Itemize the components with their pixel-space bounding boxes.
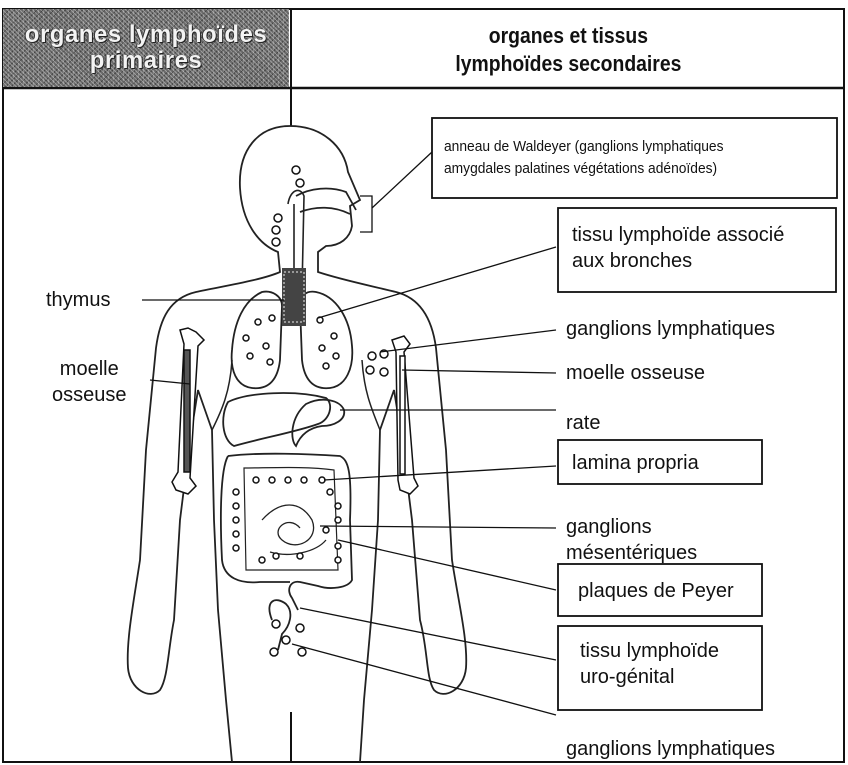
leader-lines <box>142 152 556 715</box>
label-lamina-propria: lamina propria <box>572 450 699 476</box>
label-boxes <box>432 118 837 710</box>
ganglions-bottom-leader <box>292 644 556 715</box>
label-ganglions-mesenteriques: ganglions mésentériques <box>566 514 697 566</box>
thymus-organ <box>282 268 306 326</box>
label-waldeyer: anneau de Waldeyer (ganglions lymphatiqu… <box>444 136 812 180</box>
ganglions-mes-leader <box>320 526 556 528</box>
header-secondary-label: organes et tissus lymphoïdes secondaires <box>455 22 681 78</box>
label-thymus: thymus <box>46 287 110 313</box>
header-primary-label: organes lymphoïdes primaires <box>25 22 267 74</box>
label-bronches: tissu lymphoïde associé aux bronches <box>572 222 836 274</box>
label-uro-genital: tissu lymphoïde uro-génital <box>580 638 719 690</box>
label-ganglions-lymphatiques-bottom: ganglions lymphatiques <box>566 736 775 762</box>
header-primary-organs: organes lymphoïdes primaires <box>3 9 289 87</box>
body-outline <box>128 126 467 762</box>
label-ganglions-lymphatiques-arm: ganglions lymphatiques <box>566 316 775 342</box>
label-rate: rate <box>566 410 600 436</box>
moelle-right-leader <box>402 370 556 373</box>
lamina-leader <box>324 466 556 480</box>
label-moelle-osseuse-right: moelle osseuse <box>566 360 705 386</box>
waldeyer-leader <box>372 152 432 208</box>
label-plaques-peyer: plaques de Peyer <box>578 578 734 604</box>
waldeyer-bracket <box>360 196 372 232</box>
uro-leader <box>300 608 556 660</box>
header-secondary-organs: organes et tissus lymphoïdes secondaires <box>292 12 844 87</box>
label-moelle-osseuse-left: moelle osseuse <box>52 356 127 408</box>
peyer-leader <box>338 540 556 590</box>
